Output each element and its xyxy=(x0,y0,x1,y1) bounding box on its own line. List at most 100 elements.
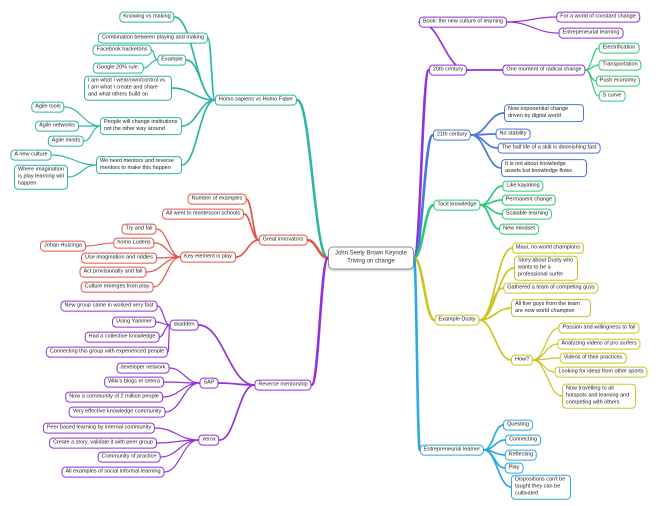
node-world-change[interactable]: For a world of constant change xyxy=(556,11,640,23)
node-create-story[interactable]: Create a story, validate it with peer gr… xyxy=(49,437,157,449)
edge-community2m xyxy=(162,382,201,398)
node-facebook[interactable]: Facebook hacketons xyxy=(92,44,152,56)
node-story[interactable]: Story about Dusty who wants to be a prof… xyxy=(514,255,578,281)
node-montessori[interactable]: All went to montessori schools xyxy=(162,208,244,220)
node-travelling[interactable]: Now travelling to all hotspots and learn… xyxy=(562,383,636,409)
node-wikis[interactable]: Wiki's blogs et cetera xyxy=(104,376,164,388)
node-connecting-group[interactable]: Connecting this group with experienced p… xyxy=(45,346,169,358)
node-devnet[interactable]: developer network xyxy=(116,362,170,374)
edge-imagination xyxy=(67,164,97,178)
node-riddles[interactable]: Use imagination and riddles xyxy=(81,252,157,264)
node-key-play[interactable]: Key element is play xyxy=(180,251,236,263)
edge-huizinga xyxy=(85,242,114,247)
node-electrification[interactable]: Electrification xyxy=(598,42,640,54)
node-iamwhat[interactable]: I am what I wear/own/control vs I am wha… xyxy=(84,75,172,101)
edge-innovators xyxy=(306,238,330,260)
node-mentors[interactable]: We need mentors and reverse mentors to m… xyxy=(96,156,182,174)
edge-dispositions xyxy=(483,449,512,488)
edge-ent-learning xyxy=(506,21,560,34)
node-push[interactable]: Push economy xyxy=(595,75,641,87)
edge-mindset xyxy=(479,204,500,230)
node-book[interactable]: Book: the new culture of learning xyxy=(418,16,508,28)
node-how[interactable]: How? xyxy=(510,354,534,366)
node-questing[interactable]: Questing xyxy=(502,419,534,431)
node-ent-learning[interactable]: Entrepeneurial learning xyxy=(558,27,624,39)
node-maui[interactable]: Maui, no world champions xyxy=(512,242,584,254)
node-agile-networks[interactable]: Agile networks xyxy=(35,120,79,132)
node-new-culture[interactable]: A new culture xyxy=(10,149,52,161)
edge-montessori xyxy=(243,213,260,241)
node-scalable[interactable]: Scalable learning xyxy=(501,208,553,220)
node-analyzing[interactable]: Analyzing videos of pro surfers xyxy=(557,338,641,350)
node-flows[interactable]: It is not about knowledge assets but kno… xyxy=(501,159,587,177)
edge-try-fail xyxy=(155,228,181,258)
node-agile-tools[interactable]: Agile tools xyxy=(31,101,65,113)
node-innovators[interactable]: Great innovators xyxy=(258,234,308,246)
node-no-stability[interactable]: No stability xyxy=(495,128,531,140)
node-effective[interactable]: Very effective knowledge community xyxy=(68,406,166,418)
node-videos[interactable]: Videos of their practices xyxy=(559,352,627,364)
node-combination[interactable]: Combination between playing and making xyxy=(97,32,209,44)
node-scurve[interactable]: S curve xyxy=(598,90,626,102)
node-connecting[interactable]: Connecting xyxy=(505,434,541,446)
edge-collective xyxy=(158,324,171,338)
edge-mentors xyxy=(181,99,216,166)
node-new-group[interactable]: New group came in worked very fast xyxy=(60,300,158,312)
node-exponential[interactable]: Now exponential change driven by digital… xyxy=(504,104,584,122)
node-homo-ludens[interactable]: homo Ludens xyxy=(113,237,155,249)
node-number-ex[interactable]: Number of examples xyxy=(187,193,247,205)
node-radical[interactable]: One moment of radical change xyxy=(502,64,586,76)
edge-connecting-group xyxy=(167,324,171,353)
node-dusty[interactable]: Example Dusty xyxy=(434,314,480,326)
node-transportation[interactable]: Transportation xyxy=(598,59,642,71)
node-peer-based[interactable]: Peer based learning by internal communit… xyxy=(42,422,156,434)
node-reverse[interactable]: Reverse mentorship xyxy=(254,379,312,391)
node-skadden[interactable]: skadden xyxy=(169,319,199,331)
node-play[interactable]: Play xyxy=(504,462,524,474)
node-permanent[interactable]: Permanent change xyxy=(501,194,557,206)
node-ent-learner[interactable]: Entrepreneurial learner xyxy=(419,444,485,456)
edge-world-change xyxy=(506,16,557,23)
node-try-fail[interactable]: Try and fail xyxy=(121,223,157,235)
node-c20[interactable]: 20th century xyxy=(428,64,468,76)
node-xerox[interactable]: xerox xyxy=(198,434,220,446)
node-passion[interactable]: Passion and willingness to fail xyxy=(558,322,640,334)
edge-permanent xyxy=(479,199,503,206)
node-collective[interactable]: Had a collective knowledge xyxy=(84,331,160,343)
node-people[interactable]: People will change institutions not the … xyxy=(100,117,182,135)
node-yammer[interactable]: Using Yammer xyxy=(112,316,156,328)
node-agile-minds[interactable]: Agile minds xyxy=(47,135,85,147)
edge-travelling xyxy=(532,359,563,397)
node-culture-play[interactable]: Culture emerges from play xyxy=(80,281,154,293)
node-c21[interactable]: 21th century xyxy=(432,129,472,141)
edge-new-culture xyxy=(50,154,97,166)
node-gathered[interactable]: Gathered a team of competing guys xyxy=(503,282,599,294)
node-kayaking[interactable]: Like kayaking xyxy=(502,180,544,192)
root-node[interactable]: John Seely Brown Keynote Triving on chan… xyxy=(328,246,414,270)
node-homo[interactable]: Homo sapiens vs Homo Faber xyxy=(214,94,298,106)
node-dispositions[interactable]: Dispositions can't be taught they can be… xyxy=(511,474,571,500)
node-five-guys[interactable]: All five guys from the team are now worl… xyxy=(511,299,591,317)
node-ideas[interactable]: Looking for ideas from other sports xyxy=(554,366,648,378)
node-halflife[interactable]: The half life of a skill is diminishing … xyxy=(497,142,601,154)
edge-sap xyxy=(217,382,256,386)
node-mindset[interactable]: New mindset xyxy=(499,223,539,235)
edge-flows xyxy=(470,134,502,169)
edge-reverse xyxy=(310,256,330,387)
edge-combination xyxy=(207,37,216,101)
edge-example xyxy=(185,59,216,101)
node-google[interactable]: Google 20% rule. xyxy=(92,62,144,74)
node-community2m[interactable]: Now a community of 2 million people xyxy=(65,391,163,403)
node-cop[interactable]: Community of practice xyxy=(97,451,161,463)
node-example[interactable]: Example xyxy=(157,54,187,66)
node-imagination[interactable]: Where imagination is play learning will … xyxy=(14,164,68,190)
edge-how xyxy=(478,319,512,361)
node-tacit[interactable]: Tacit knowledge xyxy=(433,199,481,211)
node-knowing[interactable]: Knowing vs making xyxy=(119,11,175,23)
node-informal[interactable]: All examples of social informal learning xyxy=(61,466,165,478)
node-huizinga[interactable]: Johan Huizinga xyxy=(40,240,86,252)
node-provisionally[interactable]: Act provisionally and fail xyxy=(79,266,147,278)
node-reflecting[interactable]: Reflecting xyxy=(504,449,538,461)
node-sap[interactable]: SAP xyxy=(199,377,219,389)
